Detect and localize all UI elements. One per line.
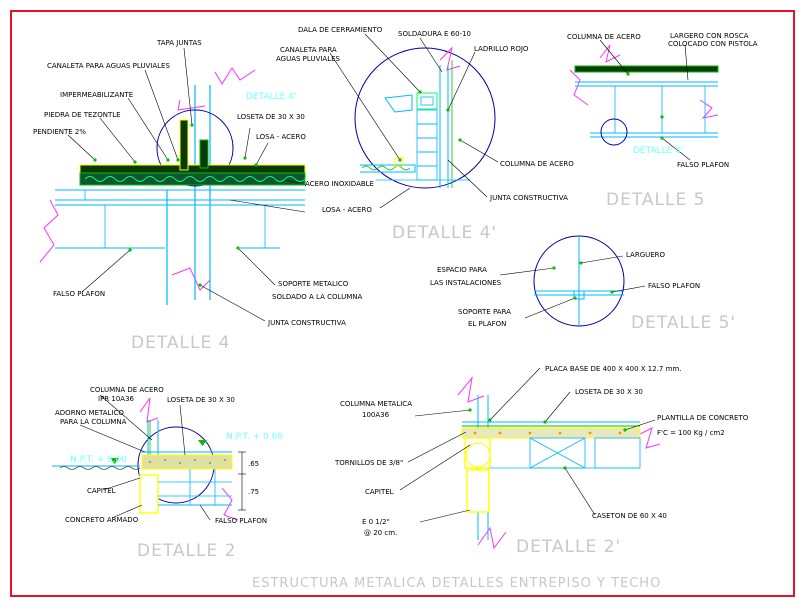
d2p-title: DETALLE 2' <box>516 537 621 557</box>
d2-dim2-label: .75 <box>248 488 259 496</box>
d4p-ladrillo-label: LADRILLO ROJO <box>474 45 529 53</box>
d2p-columna1-label: COLUMNA METALICA <box>340 400 412 408</box>
d5-columna-label: COLUMNA DE ACERO <box>567 33 641 41</box>
d2-adorno2-label: PARA LA COLUMNA <box>60 418 127 426</box>
d5p-soporte1-label: SOPORTE PARA <box>458 308 511 316</box>
d4-tapa-juntas-label: TAPA JUNTAS <box>156 39 202 47</box>
d2p-plantilla2-label: F'C = 100 Kg / cm2 <box>657 429 725 437</box>
d2-npt-right-label: N.P.T. + 0.60 <box>226 432 283 442</box>
d4-canaleta-label: CANALETA PARA AGUAS PLUVIALES <box>47 62 170 70</box>
footer-title: ESTRUCTURA METALICA DETALLES ENTREPISO Y… <box>252 576 661 591</box>
detalle-2-drawing <box>52 394 246 521</box>
d4-losa-label: LOSA - ACERO <box>256 133 306 141</box>
d2p-tornillos-label: TORNILLOS DE 3/8" <box>334 459 403 467</box>
d5-falso-plafon-label: FALSO PLAFON <box>677 161 729 169</box>
d4-soporte2-label: SOLDADO A LA COLUMNA <box>272 293 362 301</box>
detalle-4-drawing <box>39 47 306 322</box>
d2-title: DETALLE 2 <box>137 541 236 561</box>
d4-piedra-label: PIEDRA DE TEZONTLE <box>44 111 121 119</box>
d4p-dala-label: DALA DE CERRAMIENTO <box>298 26 383 34</box>
d4p-columna-label: COLUMNA DE ACERO <box>500 160 574 168</box>
d2-npt-left-label: N.P.T. + 0.00 <box>70 455 127 465</box>
d5p-soporte2-label: EL PLAFON <box>468 320 506 328</box>
d4-detalle-ref-label: DETALLE 4' <box>246 92 296 102</box>
d2-falso-plafon-label: FALSO PLAFON <box>215 517 267 525</box>
detalle-2p-drawing <box>399 367 661 550</box>
d2-adorno1-label: ADORNO METALICO <box>55 409 124 417</box>
d5p-larguero-label: LARGUERO <box>626 251 666 259</box>
d4-losa2-label: LOSA - ACERO <box>322 206 372 214</box>
d2p-capitel-label: CAPITEL <box>365 488 394 496</box>
d4p-canaleta2-label: AGUAS PLUVIALES <box>276 55 341 63</box>
d4p-junta-label: JUNTA CONSTRUCTIVA <box>489 194 568 202</box>
d2p-columna2-label: 100A36 <box>362 411 390 419</box>
d2-capitel-label: CAPITEL <box>87 487 116 495</box>
d2p-caseton-label: CASETON DE 60 X 40 <box>592 512 667 520</box>
d4-falso-plafon-label: FALSO PLAFON <box>53 290 105 298</box>
d4-loseta-label: LOSETA DE 30 X 30 <box>237 113 305 121</box>
d2-dim1-label: .65 <box>248 460 259 468</box>
d2-columna2-label: IPR 10A36 <box>98 395 135 403</box>
d4-title: DETALLE 4 <box>131 333 230 353</box>
d2p-e1-label: E 0 1/2" <box>362 518 390 526</box>
d5-larguero2-label: COLOCADO CON PISTOLA <box>668 40 758 48</box>
d2p-placa-label: PLACA BASE DE 400 X 400 X 12.7 mm. <box>545 365 681 373</box>
d5-detalle-ref-label: DETALLE 4' <box>633 146 683 156</box>
d4-impermeabilizante-label: IMPERMEABILIZANTE <box>60 91 133 99</box>
d5p-espacio1-label: ESPACIO PARA <box>437 266 487 274</box>
d4p-soldadura-label: SOLDADURA E 60-10 <box>398 30 471 38</box>
d5p-falso-plafon-label: FALSO PLAFON <box>648 282 700 290</box>
detalle-4p-drawing <box>329 33 499 209</box>
d2-concreto-label: CONCRETO ARMADO <box>65 516 139 524</box>
d4-pendiente-label: PENDIENTE 2% <box>33 128 86 136</box>
d2p-e2-label: @ 20 cm. <box>364 529 397 537</box>
detalle-5p-drawing <box>499 235 646 327</box>
d2-loseta-label: LOSETA DE 30 X 30 <box>167 396 235 404</box>
d4-acero-inox-label: ACERO INOXIDABLE <box>305 180 374 188</box>
d5p-title: DETALLE 5' <box>631 313 736 333</box>
d4p-canaleta1-label: CANALETA PARA <box>280 46 337 54</box>
d2p-loseta-label: LOSETA DE 30 X 30 <box>575 388 643 396</box>
d4p-title: DETALLE 4' <box>392 223 497 243</box>
d2-columna1-label: COLUMNA DE ACERO <box>90 386 164 394</box>
d4-soporte1-label: SOPORTE METALICO <box>278 280 349 288</box>
detalle-5-drawing <box>569 39 719 161</box>
d2p-plantilla1-label: PLANTILLA DE CONCRETO <box>657 414 749 422</box>
d4-junta-label: JUNTA CONSTRUCTIVA <box>267 319 346 327</box>
sheet-border <box>10 10 795 597</box>
d5-title: DETALLE 5 <box>606 190 705 210</box>
d5-larguero1-label: LARGERO CON ROSCA <box>670 32 749 40</box>
d5p-espacio2-label: LAS INSTALACIONES <box>430 279 502 287</box>
